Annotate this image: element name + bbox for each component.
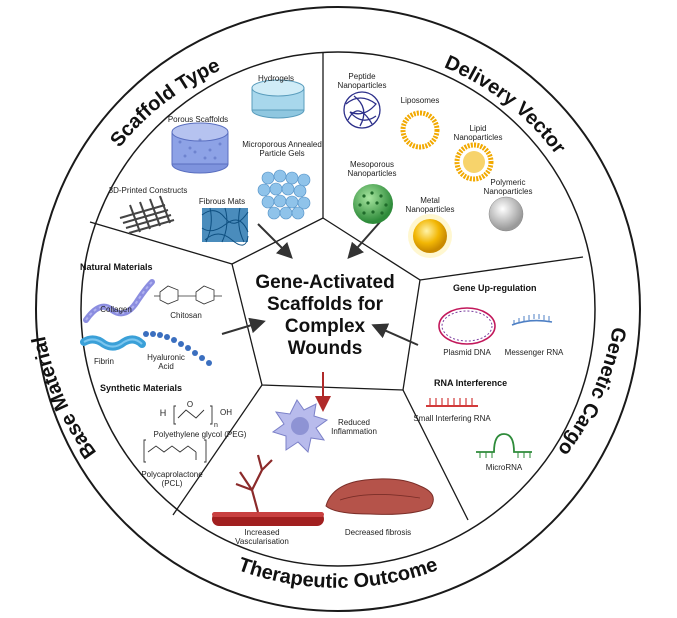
label-microrna: MicroRNA — [485, 463, 523, 472]
label-inflammation-line-2: Inflammation — [331, 427, 377, 437]
center-title: Gene-Activated Scaffolds for Complex Wou… — [232, 272, 418, 360]
label-liposomes: Liposomes — [400, 96, 440, 105]
mesoporous-nanoparticle-icon — [353, 184, 393, 224]
arrow-scaffold — [257, 223, 293, 259]
center-title-line-3: Complex — [284, 316, 366, 337]
porous-scaffold-icon — [171, 122, 229, 174]
label-plasmid-dna: Plasmid DNA — [443, 348, 491, 357]
section-title-base-material: Base Material — [28, 335, 101, 463]
label-reduced-inflammation: Reduced Inflammation — [331, 418, 377, 436]
header-rna-interference: RNA Interference — [434, 378, 508, 388]
label-chitosan: Chitosan — [170, 311, 202, 320]
label-porous-scaffolds: Porous Scaffolds — [167, 115, 229, 124]
label-fibrous-mats: Fibrous Mats — [198, 197, 246, 206]
pcl-structure-icon — [143, 439, 207, 463]
spoke-bottom-right — [402, 389, 469, 521]
arrow-base — [221, 317, 266, 335]
label-mesoporous-line-1: Mesoporous — [349, 160, 395, 169]
label-decreased-fibrosis: Decreased fibrosis — [344, 528, 412, 537]
label-hyaluronic-acid: Hyaluronic Acid — [147, 353, 185, 371]
label-hyaluronic-line-2: Acid — [158, 362, 174, 372]
printed-construct-icon — [119, 195, 175, 234]
messenger-rna-icon — [511, 314, 553, 326]
header-gene-upregulation: Gene Up-regulation — [453, 283, 537, 293]
arrow-cargo — [371, 323, 419, 346]
label-increased-vascularisation: Increased Vascularisation — [235, 528, 289, 546]
label-microporous-line-2: Particle Gels — [259, 149, 305, 159]
label-vascular-line-2: Vascularisation — [235, 537, 289, 547]
header-natural-materials: Natural Materials — [80, 262, 153, 272]
label-peptide-line-2: Nanoparticles — [337, 81, 387, 91]
metal-nanoparticle-icon — [408, 214, 452, 258]
section-title-therapeutic-outcome: Therapeutic Outcome — [236, 554, 441, 593]
spoke-left — [89, 221, 233, 265]
center-title-line-4: Wounds — [287, 338, 363, 359]
section-title-genetic-cargo: Genetic Cargo — [553, 325, 630, 460]
label-peptide-line-1: Peptide — [348, 72, 376, 81]
collagen-icon — [83, 279, 155, 323]
header-synthetic-materials: Synthetic Materials — [100, 383, 183, 393]
macrophage-icon — [271, 399, 329, 454]
hyaluronic-acid-icon — [143, 331, 212, 366]
label-collagen: Collagen — [100, 305, 132, 314]
label-vascular-line-1: Increased — [244, 528, 280, 537]
label-microporous-line-1: Microporous Annealed — [242, 140, 322, 149]
sirna-icon — [426, 398, 478, 407]
label-pcl-line-1: Polycaprolactone — [141, 470, 203, 479]
label-polymeric-line-1: Polymeric — [490, 178, 526, 187]
label-polymeric-nanoparticles: Polymeric Nanoparticles — [484, 178, 533, 196]
label-pcl-line-2: (PCL) — [161, 479, 183, 489]
chem-o: O — [186, 400, 194, 409]
label-peg: Polyethylene glycol (PEG) — [153, 430, 247, 439]
label-inflammation-line-1: Reduced — [337, 418, 371, 427]
center-title-line-2: Scaffolds for — [266, 294, 384, 315]
label-3d-printed: 3D-Printed Constructs — [108, 186, 188, 195]
label-hyaluronic-line-1: Hyaluronic — [147, 353, 185, 362]
spoke-bottom-left — [172, 384, 263, 516]
blood-vessel-icon — [212, 454, 324, 526]
label-metal-nanoparticles: Metal Nanoparticles — [406, 196, 455, 214]
inner-ring — [80, 51, 596, 567]
liposome-icon — [400, 110, 440, 150]
center-pentagon — [231, 217, 421, 391]
polymeric-nanoparticle-icon — [488, 196, 524, 232]
chem-oh: OH — [220, 408, 232, 417]
label-metal-line-2: Nanoparticles — [405, 205, 455, 215]
chitosan-structure-icon — [154, 285, 222, 305]
label-mesoporous-nanoparticles: Mesoporous Nanoparticles — [348, 160, 397, 178]
microrna-icon — [476, 433, 532, 458]
spoke-right — [419, 256, 584, 281]
label-lipid-nanoparticles: Lipid Nanoparticles — [454, 124, 503, 142]
label-messenger-rna: Messenger RNA — [504, 348, 564, 357]
center-title-line-1: Gene-Activated — [255, 272, 395, 293]
fibrin-icon — [80, 335, 146, 351]
label-hydrogels: Hydrogels — [257, 74, 295, 83]
plasmid-dna-icon — [438, 307, 496, 345]
microporous-gel-icon — [257, 169, 311, 220]
chem-h: H — [159, 408, 167, 418]
label-fibrin: Fibrin — [93, 357, 115, 366]
label-microporous-gels: Microporous Annealed Particle Gels — [242, 140, 322, 158]
label-peptide-nanoparticles: Peptide Nanoparticles — [338, 72, 387, 90]
peg-structure-icon — [173, 405, 213, 425]
hydrogel-icon — [251, 79, 305, 119]
chem-n: n — [214, 422, 218, 429]
label-polymeric-line-2: Nanoparticles — [483, 187, 533, 197]
outer-ring — [35, 6, 641, 612]
lipid-nanoparticle-icon — [454, 142, 494, 182]
label-lipid-line-2: Nanoparticles — [453, 133, 503, 143]
tissue-icon — [325, 478, 434, 515]
arrow-vector — [347, 221, 381, 259]
label-metal-line-1: Metal — [420, 196, 440, 205]
peptide-nanoparticle-icon — [343, 91, 381, 129]
label-lipid-line-1: Lipid — [469, 124, 487, 133]
fibrous-mat-icon — [201, 207, 249, 246]
label-sirna: Small Interfering RNA — [413, 414, 491, 423]
label-mesoporous-line-2: Nanoparticles — [347, 169, 397, 179]
label-pcl: Polycaprolactone (PCL) — [141, 470, 202, 488]
